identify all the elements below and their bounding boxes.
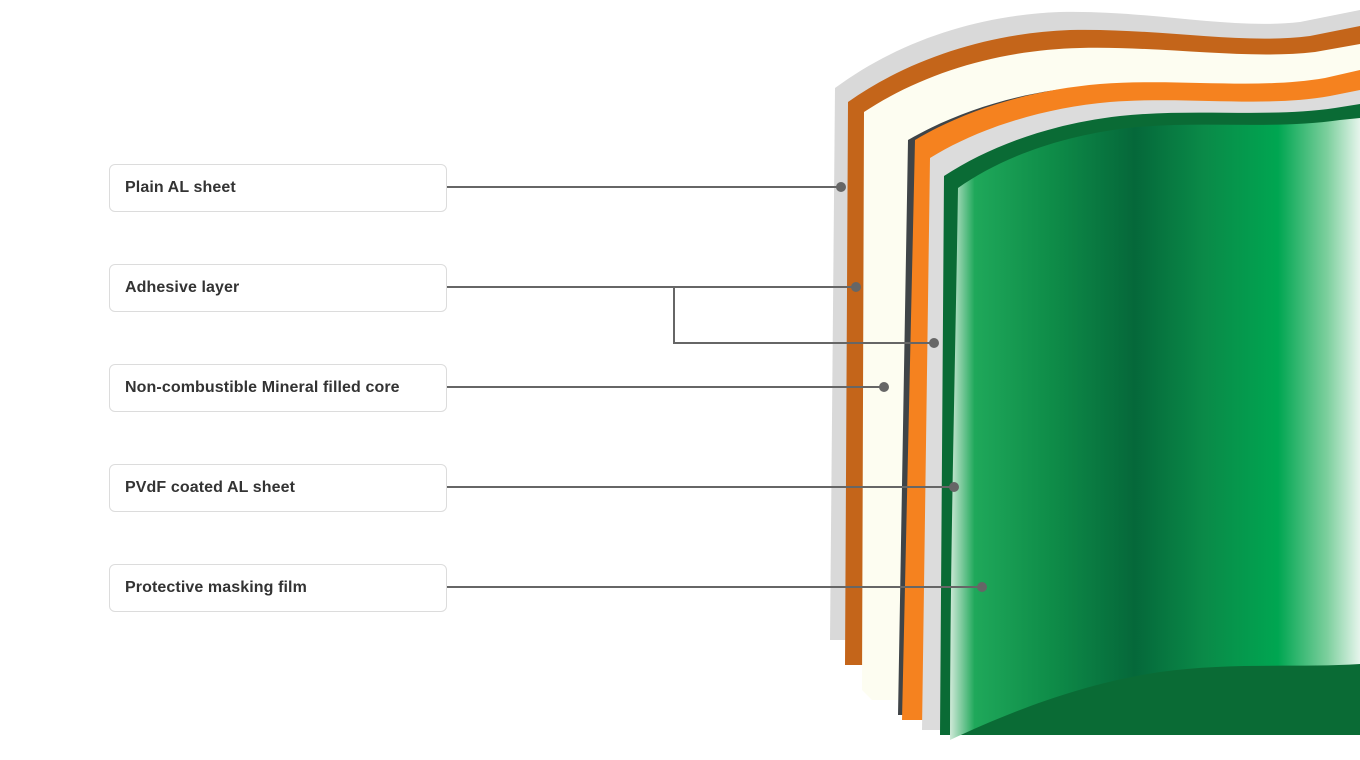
- dot-pvdf-sheet: [949, 482, 959, 492]
- dot-adhesive-back: [851, 282, 861, 292]
- label-text-plain-al-sheet: Plain AL sheet: [125, 179, 236, 196]
- label-mineral-core: Non-combustible Mineral filled core: [109, 364, 447, 412]
- label-text-pvdf-sheet: PVdF coated AL sheet: [125, 479, 296, 496]
- label-plain-al-sheet: Plain AL sheet: [109, 164, 447, 212]
- dot-plain-al-sheet: [836, 182, 846, 192]
- label-text-mineral-core: Non-combustible Mineral filled core: [125, 379, 400, 396]
- label-adhesive-layer: Adhesive layer: [109, 264, 447, 312]
- label-pvdf-sheet: PVdF coated AL sheet: [109, 464, 447, 512]
- dot-masking-film: [977, 582, 987, 592]
- label-masking-film: Protective masking film: [109, 564, 447, 612]
- connector-adhesive-front: [673, 287, 934, 344]
- label-text-masking-film: Protective masking film: [125, 579, 307, 596]
- dot-mineral-core: [879, 382, 889, 392]
- label-text-adhesive-layer: Adhesive layer: [125, 279, 240, 296]
- dot-adhesive-front: [929, 338, 939, 348]
- masking-film-layer: [950, 118, 1360, 740]
